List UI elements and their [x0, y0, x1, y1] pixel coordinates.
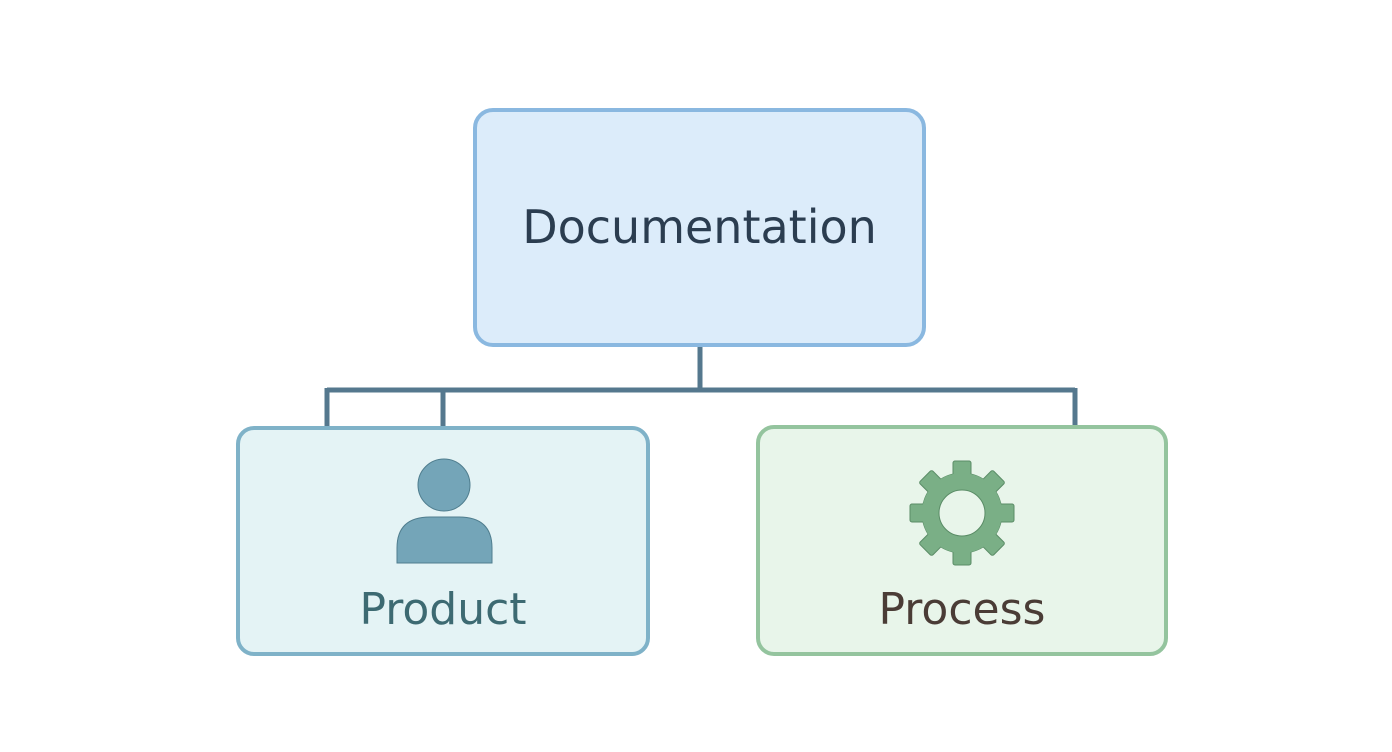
person-icon — [396, 458, 493, 564]
connectors — [324, 345, 1078, 428]
process-node-label: Process — [878, 584, 1046, 635]
gear-icon — [909, 460, 1015, 566]
product-node-label: Product — [359, 584, 527, 635]
root-node-label: Documentation — [522, 200, 877, 254]
root-node-box — [473, 108, 926, 347]
